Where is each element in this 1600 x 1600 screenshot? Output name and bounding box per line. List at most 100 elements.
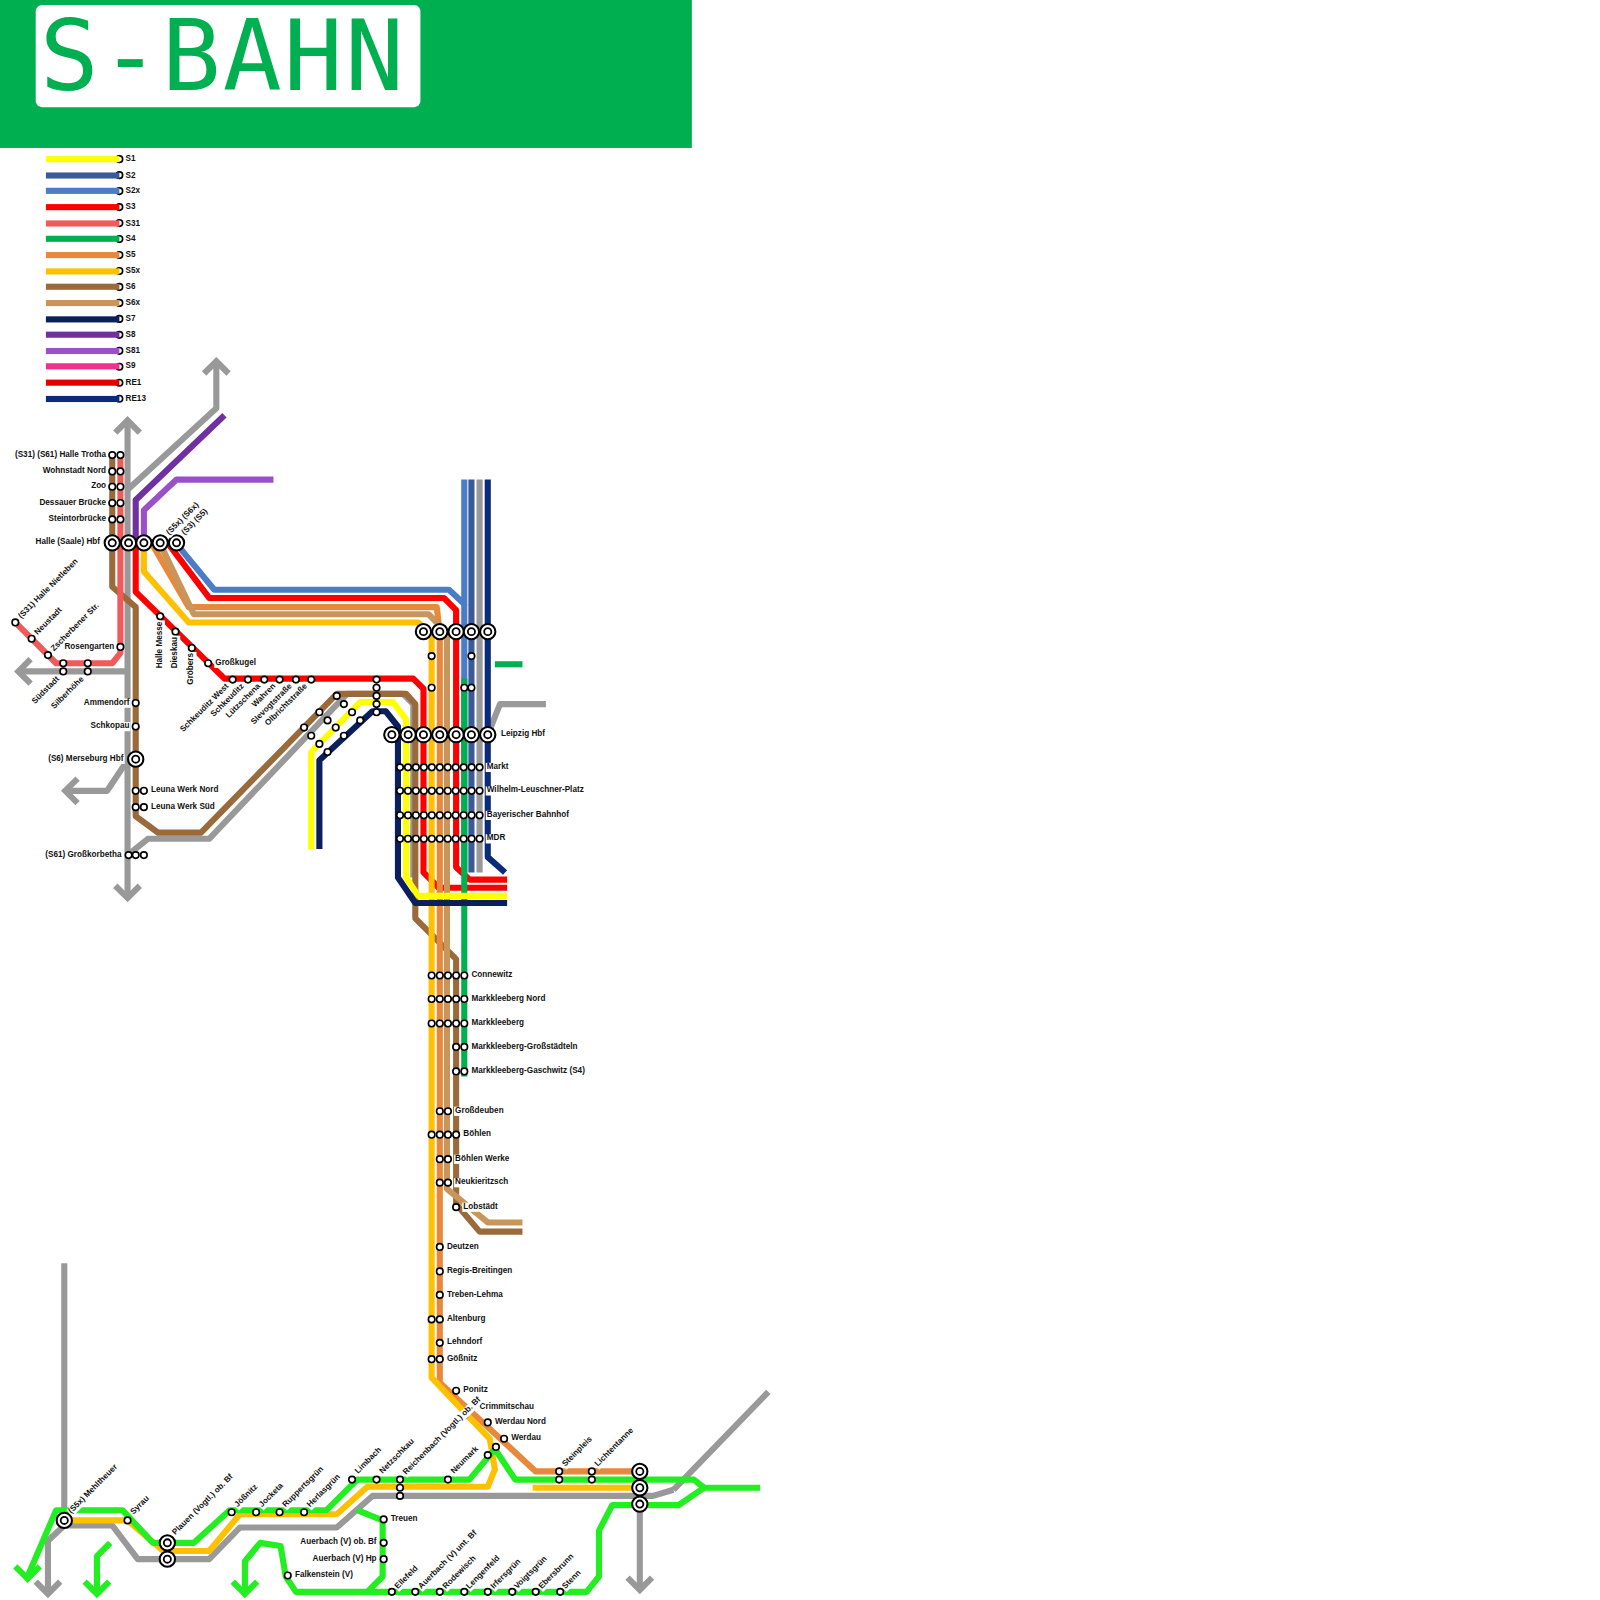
station-dot [437,836,444,843]
station-dot [141,804,148,811]
station-dot [445,1476,452,1483]
legend-swatch [46,300,119,306]
interchange-station [128,752,143,767]
interchange-station [401,727,416,742]
station-dot [405,788,412,795]
station-dot [357,717,364,724]
route-line [124,423,130,895]
legend-label: S2 [126,169,136,180]
station-dot [437,1340,444,1347]
station-dot [373,709,380,716]
station-dot [405,812,412,819]
station-dot [453,972,460,979]
station-name: Treuen [390,1515,419,1524]
station-dot [84,660,91,667]
station-dot [437,788,444,795]
station-dot [341,701,348,708]
station-name: Großkugel [214,659,257,668]
direction-arrow [204,361,228,373]
station-dot [437,1020,444,1027]
route-line [20,668,127,674]
route-line [490,704,546,730]
interchange-station-inner [420,628,427,635]
station-dot [429,836,436,843]
interchange-station-inner [164,1556,171,1563]
station-dot [437,972,444,979]
station-dot [413,764,420,771]
interchange-station [464,624,479,639]
station-dot [444,836,451,843]
station-dot [109,483,116,490]
station-dot [261,676,268,683]
station-dot [484,1419,491,1426]
interchange-station-inner [164,1539,171,1546]
station-name: Halle Messe [156,621,165,670]
station-dot [461,1589,468,1596]
station-name: Syrau [128,1494,152,1518]
station-dot [468,788,475,795]
legend-label: S31 [126,217,141,228]
interchange-station [432,727,447,742]
interchange-station [432,624,447,639]
station-name: Regis-Breitingen [446,1267,513,1276]
station-name: Ammendorf [83,699,131,708]
route-line [152,544,640,1472]
interchange-station-inner [453,731,460,738]
station-name: Schkopau [90,722,131,731]
station-name: Treben-Lehma [446,1290,504,1299]
station-dot [460,836,467,843]
station-name: Ponitz [462,1386,489,1395]
route-group [15,364,768,1592]
station-dot [428,1131,435,1138]
station-dot [445,1020,452,1027]
station-name: Wohnstadt Nord [42,467,107,476]
station-name: Dieskau [171,636,180,669]
station-dot [509,1589,516,1596]
interchange-station [384,727,399,742]
station-name: Connewitz [470,971,513,980]
interchange-station-inner [125,539,132,546]
station-dot [253,1509,260,1516]
station-name: Crimmitschau [479,1403,535,1412]
station-dot [476,812,483,819]
station-dot [284,1572,291,1579]
station-dot [461,972,468,979]
interchange-station-inner [636,1501,643,1508]
station-dot [117,516,124,523]
direction-arrow [85,1582,109,1594]
station-name: Zoo [90,482,107,491]
station-dot [373,693,380,700]
interchange-station-inner [61,1517,68,1524]
interchange-station-inner [468,731,475,738]
station-dot [445,972,452,979]
station-dot [493,1444,500,1451]
interchange-station [464,727,479,742]
station-dot [117,483,124,490]
station-dot [397,1484,404,1491]
station-dot [373,701,380,708]
route-line [495,661,523,667]
station-dot [444,812,451,819]
station-dot [60,668,67,675]
station-dot [461,996,468,1003]
station-name: Gößnitz [446,1355,478,1364]
legend-label: S1 [126,153,136,164]
station-name: Markt [486,763,510,772]
station-dot [421,836,428,843]
station-dot [349,709,356,716]
interchange-station [480,727,495,742]
interchange-station-inner [636,1468,643,1475]
station-dot [349,1476,356,1483]
station-name: Markkleeberg Nord [470,994,546,1003]
legend-label: S8 [126,329,136,340]
station-dot [412,1589,419,1596]
station-dot [109,468,116,475]
station-dot [109,452,116,459]
interchange-station-inner [109,539,116,546]
legend-label: S4 [126,233,136,244]
station-dot [445,996,452,1003]
direction-arrow [15,1566,39,1578]
station-name: Böhlen Werke [454,1155,510,1164]
station-dot [341,732,348,739]
station-dot [437,1356,444,1363]
